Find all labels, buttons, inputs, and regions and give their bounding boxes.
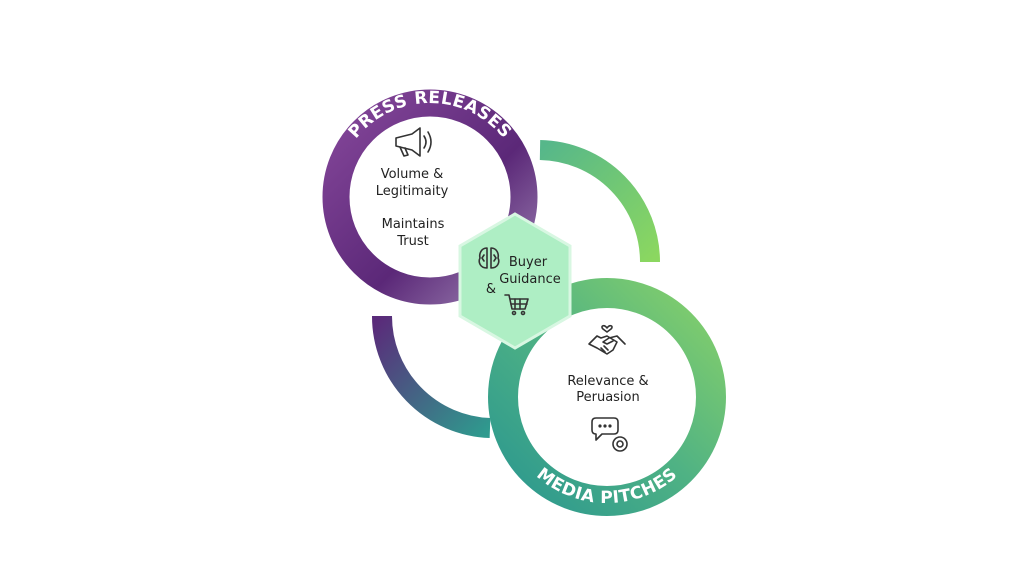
megaphone-icon xyxy=(395,127,432,157)
press-line3: Maintains xyxy=(382,217,445,232)
press-line1: Volume & xyxy=(381,167,444,182)
media-line1: Relevance & xyxy=(567,374,648,389)
press-line4: Trust xyxy=(396,234,428,249)
brain-icon xyxy=(478,247,500,269)
center-line1: Buyer xyxy=(509,255,548,270)
handshake-heart-icon xyxy=(588,324,626,355)
media-line2: Peruasion xyxy=(576,390,640,405)
media-pitches-ring: MEDIA PITCHES Relevance & Peruasion xyxy=(488,278,726,516)
center-line2: Guidance xyxy=(499,272,561,287)
connector-arc-purple xyxy=(372,315,491,438)
press-releases-ring: PRESS RELEASES Volume & Legitimaity Main… xyxy=(322,88,538,305)
chat-gear-icon xyxy=(591,417,628,452)
connector-arc-green xyxy=(539,140,660,263)
press-line2: Legitimaity xyxy=(376,184,449,199)
center-amp: & xyxy=(486,282,496,297)
buyer-guidance-hexagon: Buyer Guidance & xyxy=(458,212,572,350)
shopping-cart-icon xyxy=(504,294,529,316)
